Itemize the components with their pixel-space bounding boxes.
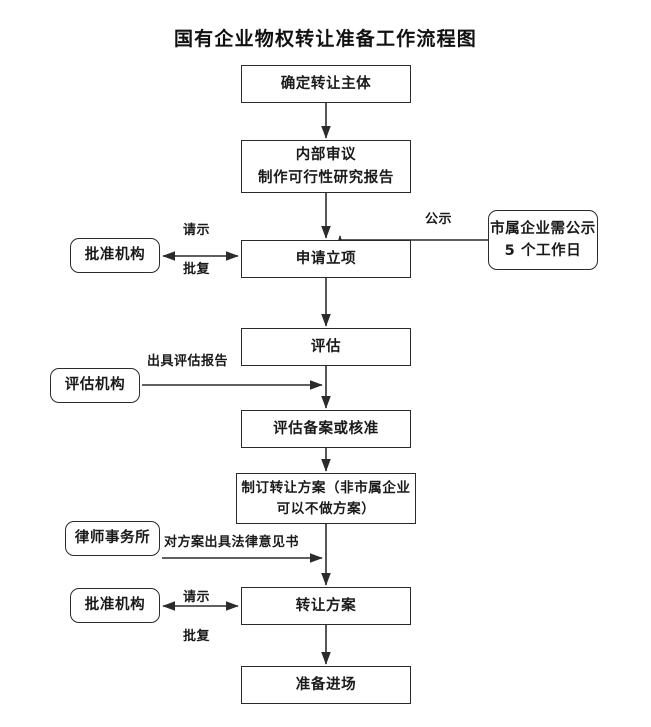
node-label: 评估机构 [64,377,126,394]
edge-label-publicity: 公示 [425,212,453,227]
node-valuation-agency: 评估机构 [50,368,140,403]
node-apply-project: 申请立项 [241,240,411,278]
node-transfer-plan: 转让方案 [241,587,411,625]
node-label: 准备进场 [295,676,357,693]
edge-label-reply-bottom: 批复 [183,629,211,644]
node-label: 申请立项 [295,250,357,267]
node-law-firm: 律师事务所 [65,521,160,556]
node-label: 转让方案 [295,597,357,614]
edge-label-reply-top: 批复 [183,262,211,277]
edge-label-request-bottom: 请示 [183,590,211,605]
node-municipal-enterprise-publicity: 市属企业需公示 5 个工作日 [488,210,598,270]
edge-label-request-top: 请示 [183,223,211,238]
node-label: 评估备案或核准 [273,420,379,437]
page-title: 国有企业物权转让准备工作流程图 [173,28,477,50]
node-valuation-filing-or-approval: 评估备案或核准 [241,410,411,448]
node-prepare-entry: 准备进场 [241,666,411,704]
node-determine-transfer-subject: 确定转让主体 [241,65,411,103]
node-label: 5 个工作日 [504,243,582,259]
node-label: 市属企业需公示 [490,220,596,237]
node-internal-review: 内部审议 制作可行性研究报告 [241,140,411,193]
node-label: 内部审议 [295,147,357,164]
node-label: 确定转让主体 [280,75,372,92]
edge-label-legal-opinion: 对方案出具法律意见书 [164,535,300,550]
node-label: 制订转让方案（非市属企业 [241,479,411,496]
node-label: 制作可行性研究报告 [258,169,394,186]
node-valuation: 评估 [241,328,411,366]
node-label: 批准机构 [84,597,146,614]
node-label: 可以不做方案） [276,500,376,517]
edge-label-issue-valuation-report: 出具评估报告 [147,354,229,369]
node-label: 批准机构 [84,247,146,264]
node-label: 律师事务所 [74,530,151,547]
node-approval-authority-top: 批准机构 [70,238,160,273]
node-label: 评估 [310,338,342,355]
node-approval-authority-bottom: 批准机构 [70,588,160,623]
node-draft-transfer-plan: 制订转让方案（非市属企业 可以不做方案） [236,473,416,524]
